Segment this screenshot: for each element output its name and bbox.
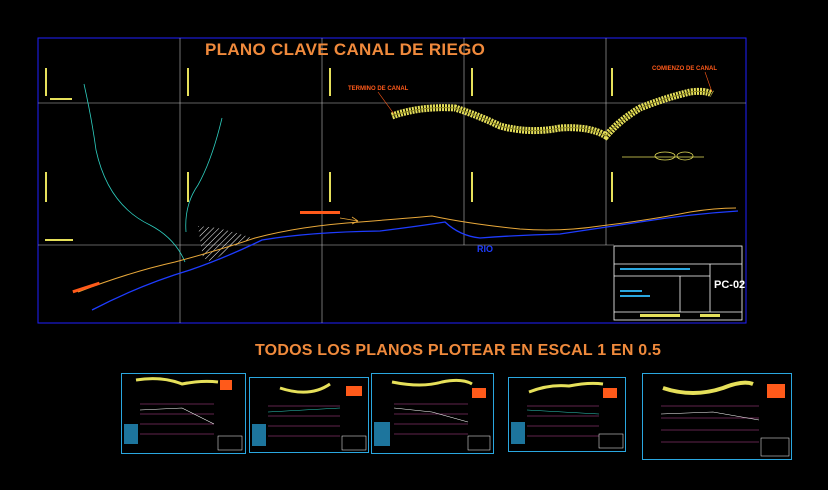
title-block: [613, 245, 743, 321]
river-label: RIO: [477, 244, 494, 254]
plan-code: PC-02: [714, 279, 746, 291]
road-label: [72, 281, 100, 294]
river-line: [91, 210, 739, 311]
grid-coordinates: [45, 68, 613, 241]
thumbnail-sheet-4[interactable]: [508, 377, 626, 452]
thumbnail-sheet-2[interactable]: [249, 377, 369, 453]
stream-branch: [185, 117, 223, 233]
drawing-frame: [37, 37, 747, 324]
coordinate-grid: [38, 38, 746, 323]
thumbnail-sheet-5[interactable]: [642, 373, 792, 460]
road-line: [77, 207, 737, 293]
canal-start-label: COMIENZO DE CANAL: [652, 66, 717, 72]
thumbnail-sheet-1[interactable]: [121, 373, 246, 454]
scale-symbol: [622, 151, 704, 161]
canal-end-label: TERMINO DE CANAL: [348, 86, 409, 92]
thumbnail-sheet-3[interactable]: [371, 373, 494, 454]
hatched-zone: [198, 226, 252, 262]
plan-title: PLANO CLAVE CANAL DE RIEGO: [205, 40, 486, 59]
direction-arrow: [339, 216, 359, 225]
plot-note: TODOS LOS PLANOS PLOTEAR EN ESCAL 1 EN 0…: [255, 342, 662, 359]
stream-line: [83, 83, 186, 263]
